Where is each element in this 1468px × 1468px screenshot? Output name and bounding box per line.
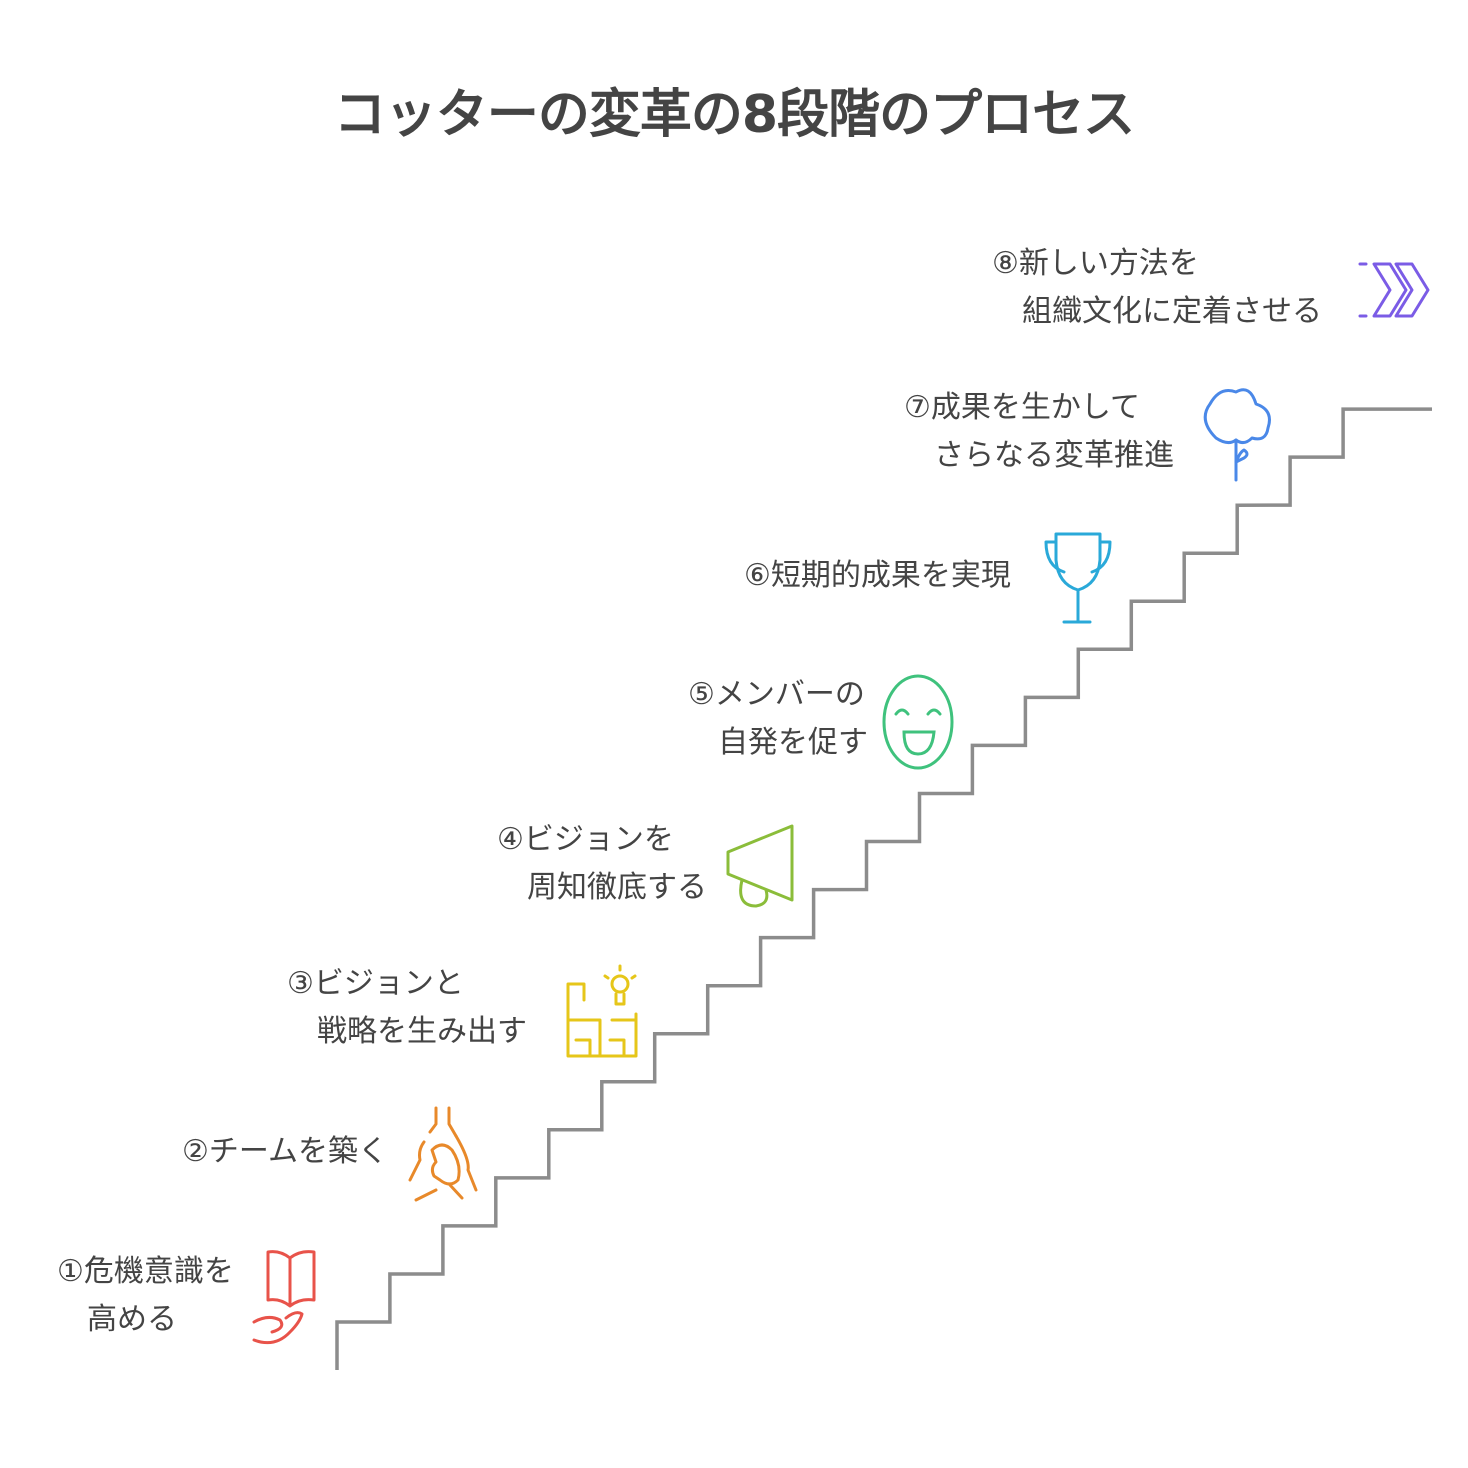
- step-7-label-line1: ⑦成果を生かして: [904, 390, 1140, 425]
- step-3-label-line2: 戦略を生み出す: [317, 1014, 527, 1049]
- step-5-label-line2: 自発を促す: [718, 725, 868, 760]
- clasped-hands-icon: [408, 1106, 478, 1202]
- smiley-face-icon: [882, 674, 954, 770]
- step-8-label-line2: 組織文化に定着させる: [1022, 294, 1322, 329]
- idea-plan-icon: [566, 964, 638, 1058]
- tree-icon: [1203, 388, 1271, 482]
- megaphone-icon: [726, 824, 794, 908]
- book-in-hand-icon: [252, 1250, 316, 1345]
- step-8-label-line1: ⑧新しい方法を: [992, 246, 1199, 281]
- trophy-icon: [1044, 532, 1112, 624]
- step-6-label-line1: ⑥短期的成果を実現: [744, 558, 1011, 593]
- step-1-label-line1: ①危機意識を: [57, 1254, 234, 1289]
- step-7-label-line2: さらなる変革推進: [934, 438, 1174, 473]
- step-3-label-line1: ③ビジョンと: [287, 966, 464, 1001]
- step-4-label-line1: ④ビジョンを: [497, 822, 674, 857]
- step-4-label-line2: 周知徹底する: [527, 870, 707, 905]
- step-2-label-line1: ②チームを築く: [182, 1134, 388, 1169]
- double-chevron-right-icon: [1358, 262, 1430, 318]
- step-5-label-line1: ⑤メンバーの: [688, 677, 865, 712]
- diagram-title: コッターの変革の8段階のプロセス: [333, 85, 1135, 145]
- step-1-label-line2: 高める: [87, 1302, 177, 1337]
- staircase: [335, 407, 1432, 1370]
